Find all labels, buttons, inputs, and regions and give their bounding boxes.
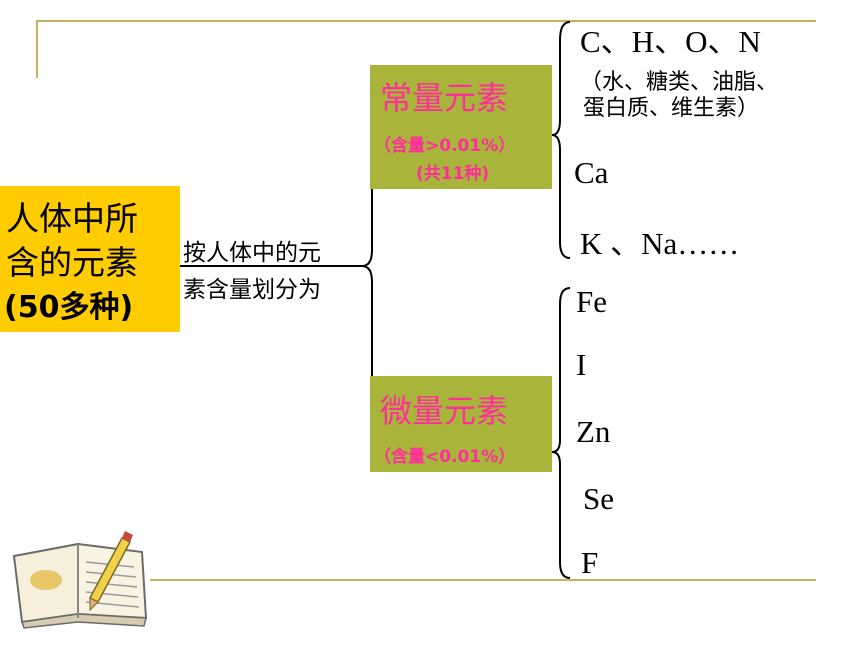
- open-book-with-pencil-icon: [12, 531, 148, 629]
- major-title: 常量元素: [380, 79, 509, 117]
- split-label-line-2: 素含量划分为: [183, 277, 321, 303]
- element-fe: Fe: [576, 284, 607, 319]
- split-label-line-1: 按人体中的元: [183, 240, 321, 266]
- element-f: F: [581, 545, 599, 580]
- bottom-rule: [150, 579, 816, 581]
- root-element-box: 人体中所 含的元素 (50多种): [0, 186, 180, 332]
- element-chon-note-2: 蛋白质、维生素）: [583, 96, 760, 121]
- trace-category-box: 微量元素 （含量<0.01%）: [370, 376, 552, 472]
- element-k-na: K 、Na……: [580, 226, 740, 261]
- root-line-3: (50多种): [4, 290, 134, 325]
- trace-content: （含量<0.01%）: [374, 447, 516, 467]
- major-content: （含量>0.01%）: [374, 136, 516, 156]
- left-rule: [36, 20, 38, 78]
- top-rule: [36, 20, 816, 22]
- major-category-box: 常量元素 （含量>0.01%） (共11种): [370, 65, 552, 189]
- element-i: I: [576, 347, 587, 382]
- root-line-2: 含的元素: [6, 243, 138, 282]
- element-ca: Ca: [574, 155, 609, 190]
- element-zn: Zn: [576, 414, 611, 449]
- element-chon: C、H、O、N: [580, 24, 761, 59]
- element-se: Se: [583, 481, 614, 516]
- root-line-1: 人体中所: [6, 199, 138, 238]
- trace-title: 微量元素: [380, 392, 509, 430]
- element-chon-note-1: （水、糖类、油脂、: [580, 70, 779, 95]
- major-brace: [551, 21, 571, 259]
- major-count: (共11种): [416, 164, 490, 184]
- trace-brace: [551, 287, 571, 579]
